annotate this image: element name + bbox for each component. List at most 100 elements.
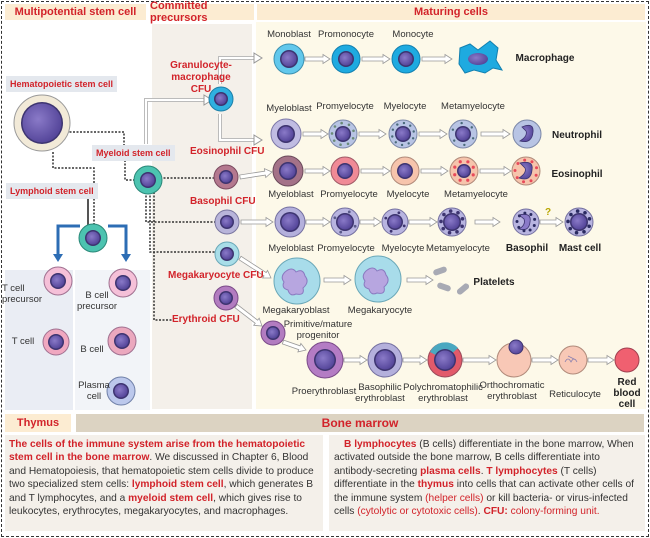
- neutrophil-promyelocyte-cell: [328, 119, 358, 149]
- left-text-box: [5, 435, 323, 531]
- t-cell-precursor: [43, 266, 73, 296]
- monocyte-label: Monocyte: [392, 29, 434, 40]
- stage-arrow: [402, 354, 428, 366]
- uncertain-mark: ?: [544, 207, 552, 218]
- proerythroblast-cell: [306, 341, 344, 379]
- basophil-myelocyte-label: Myelocyte: [381, 243, 425, 254]
- b-cell-precursor-label: B cell precursor: [77, 290, 117, 312]
- neutrophil-myelocyte-cell: [388, 119, 418, 149]
- stage-arrow: [418, 128, 448, 140]
- eosinophil-metamyelocyte-label: Metamyelocyte: [444, 189, 508, 200]
- text-run: (B cells) differentiate in the bone marr…: [334, 439, 634, 477]
- megakaryocyte-cell: [354, 255, 402, 303]
- stage-arrow: [462, 354, 497, 366]
- text-run: (helper cells): [425, 492, 484, 504]
- erythroid-cfu-cell: [213, 285, 239, 311]
- stage-arrow: [240, 216, 274, 228]
- gm-cfu-line2: macrophage: [171, 72, 231, 83]
- neutrophil-cell: [512, 119, 542, 149]
- neutrophil-metamyelocyte-cell: [448, 119, 478, 149]
- eosinophil-myelocyte-label: Myelocyte: [386, 189, 430, 200]
- basophil-metamyelocyte-label: Metamyelocyte: [426, 243, 490, 254]
- eosinophil-cfu-cell: [213, 164, 239, 190]
- b-cell: [107, 326, 137, 356]
- lymphoid-stem-cell-label: Lymphoid stem cell: [6, 183, 98, 199]
- eosinophil-myeloblast-cell: [272, 155, 304, 187]
- text-run: .: [480, 465, 487, 477]
- promonocyte-cell: [331, 44, 361, 74]
- header-thymus: Thymus: [5, 414, 71, 432]
- stage-arrow: [587, 354, 615, 366]
- rbc-line2: blood: [613, 388, 641, 399]
- platelets: [433, 266, 470, 295]
- monoblast-cell: [273, 43, 305, 75]
- stage-arrows: [234, 53, 615, 366]
- text-run: colony-forming unit.: [507, 506, 600, 518]
- mast-cell-label: Mast cell: [558, 243, 602, 254]
- stage-arrow: [304, 165, 331, 177]
- text-run: The cells of the immune system arise fro…: [9, 439, 306, 464]
- basophil-myeloblast-cell: [274, 206, 306, 238]
- myeloid-stem-cell: [133, 165, 163, 195]
- polychromatophilic-erythroblast-label: Polychromatophilic erythroblast: [403, 382, 483, 404]
- plasma-cell-label: Plasma cell: [78, 380, 110, 402]
- erythroid-cfu-label: Erythroid CFU: [172, 314, 240, 325]
- monocyte-cell: [391, 44, 421, 74]
- text-run: into cells that can activate other cells…: [334, 479, 634, 504]
- gm-cfu-line3: CFU: [190, 84, 212, 95]
- macrophage-label: Macrophage: [515, 53, 575, 64]
- orthochromatic-line1: Orthochromatic: [479, 380, 545, 391]
- basophil-myeloblast-label: Myeloblast: [268, 243, 314, 254]
- basophilic-erythroblast-cell: [367, 342, 403, 378]
- neutrophil-label: Neutrophil: [552, 130, 602, 141]
- cells: [13, 40, 640, 406]
- right-description: B lymphocytes (B cells) differentiate in…: [334, 438, 644, 518]
- stage-arrow: [234, 303, 263, 327]
- red-blood-cell-label: Red blood cell: [613, 377, 640, 410]
- stage-arrow: [302, 128, 329, 140]
- eosinophil-cfu-label: Eosinophil CFU: [190, 146, 265, 157]
- header-bone-marrow: Bone marrow: [76, 414, 644, 432]
- basophilic-line2: erythroblast: [355, 393, 405, 404]
- stage-arrow: [420, 165, 449, 177]
- header-multipotential: Multipotential stem cell: [5, 4, 146, 20]
- progenitor-line1: Primitive/mature: [283, 319, 353, 330]
- stage-arrow: [359, 216, 382, 228]
- reticulocyte-label: Reticulocyte: [549, 389, 601, 400]
- progenitor-label: Primitive/mature progenitor: [284, 319, 353, 341]
- text-run: .: [477, 506, 484, 518]
- text-run: T lymphocytes: [486, 465, 558, 477]
- red-blood-cell: [614, 347, 640, 373]
- basophilic-erythroblast-label: Basophilic erythroblast: [355, 382, 405, 404]
- mast-cell: [564, 207, 594, 237]
- t-cell-label: T cell: [11, 336, 35, 347]
- t-cell: [42, 328, 70, 356]
- progenitor-line2: progenitor: [296, 330, 340, 341]
- basophil-promyelocyte-label: Promyelocyte: [317, 243, 375, 254]
- basophil-cell: [512, 208, 540, 236]
- basophil-cfu-cell: [214, 209, 240, 235]
- stage-arrow: [539, 216, 564, 228]
- text-run: thymus: [417, 479, 454, 491]
- text-run: or kill bacteria- or virus-infected cell…: [334, 492, 628, 518]
- stage-arrow: [421, 53, 453, 65]
- t-precursor-line1: T cell: [1, 283, 25, 294]
- stage-arrow: [531, 354, 559, 366]
- b-precursor-line2: precursor: [76, 301, 118, 312]
- reticulocyte-cell: [558, 345, 588, 375]
- hollow-arrows: [144, 56, 255, 144]
- gm-cfu-cell: [208, 86, 234, 112]
- megakaryocyte-label: Megakaryocyte: [347, 305, 413, 316]
- orthochromatic-erythroblast-label: Orthochromatic erythroblast: [480, 380, 545, 402]
- eosinophil-promyelocyte-cell: [330, 156, 360, 186]
- text-run: , which gives rise to leukocytes, erythr…: [9, 492, 302, 518]
- rbc-line1: Red: [617, 377, 637, 388]
- polychromatophilic-erythroblast-cell: [427, 342, 463, 378]
- orthochromatic-line2: erythroblast: [487, 391, 537, 402]
- text-run: , which generates B and T lymphocytes, a…: [9, 479, 314, 504]
- t-cell-precursor-label: T cell precursor: [2, 283, 42, 305]
- left-description: The cells of the immune system arise fro…: [9, 438, 321, 518]
- eosinophil-myelocyte-cell: [390, 156, 420, 186]
- stage-arrow: [304, 53, 331, 65]
